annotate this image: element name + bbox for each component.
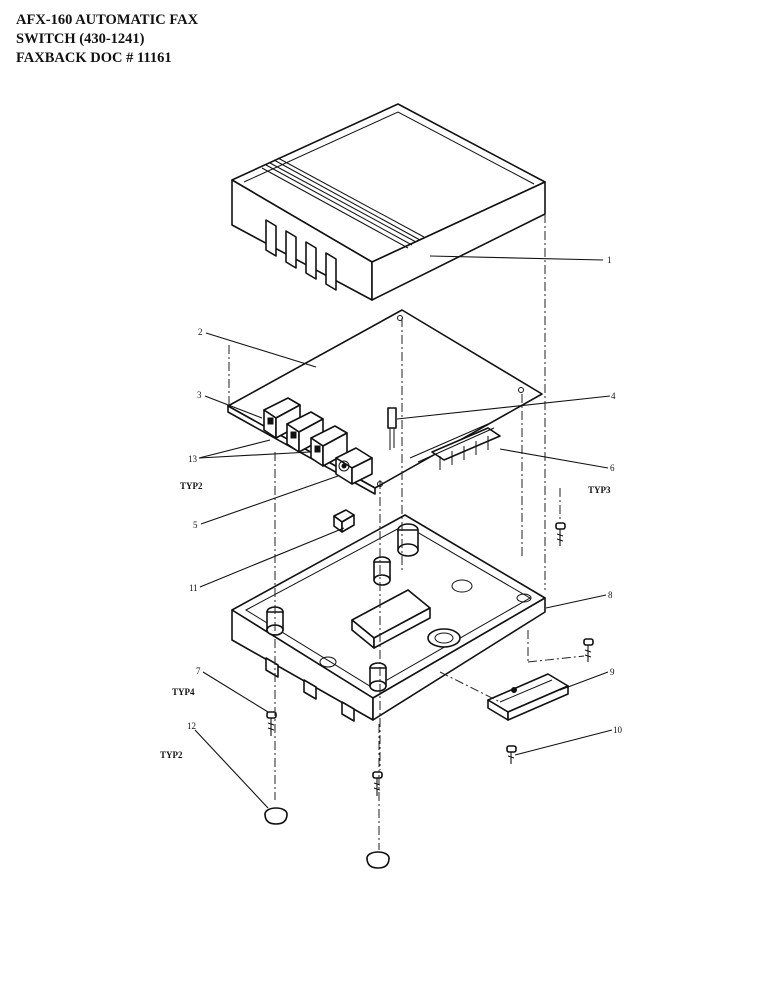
note-typ4: TYP4 bbox=[172, 687, 195, 697]
callout-4: 4 bbox=[611, 391, 616, 401]
power-jack bbox=[335, 447, 373, 485]
callout-8: 8 bbox=[608, 590, 613, 600]
note-typ2-bottom: TYP2 bbox=[160, 750, 183, 760]
header-part-number: SWITCH (430-1241) bbox=[16, 31, 145, 47]
component-4 bbox=[387, 407, 397, 450]
header-pins bbox=[409, 423, 501, 470]
note-typ2-left: TYP2 bbox=[180, 481, 203, 491]
callout-6: 6 bbox=[610, 463, 615, 473]
callout-10: 10 bbox=[613, 725, 623, 735]
callout-5: 5 bbox=[193, 520, 198, 530]
bracket bbox=[487, 673, 569, 721]
clip-part bbox=[333, 509, 355, 533]
alignment-lines bbox=[228, 214, 585, 850]
circuit-board bbox=[227, 309, 543, 495]
screw-center bbox=[372, 771, 383, 796]
note-typ3: TYP3 bbox=[588, 485, 611, 495]
callout-1: 1 bbox=[607, 255, 612, 265]
callout-7: 7 bbox=[196, 666, 201, 676]
screw-right-lower bbox=[583, 638, 594, 662]
screw-right bbox=[555, 522, 566, 546]
leader-lines bbox=[194, 255, 613, 809]
base-enclosure bbox=[231, 514, 546, 722]
callout-11: 11 bbox=[189, 583, 198, 593]
top-cover bbox=[231, 103, 546, 301]
header-title: AFX-160 AUTOMATIC FAX bbox=[16, 12, 199, 28]
header-doc-number: FAXBACK DOC # 11161 bbox=[16, 50, 172, 66]
rubber-foot bbox=[264, 807, 288, 825]
rubber-foot-2 bbox=[366, 851, 390, 869]
callout-2: 2 bbox=[198, 327, 203, 337]
callout-13: 13 bbox=[188, 454, 198, 464]
callout-9: 9 bbox=[610, 667, 615, 677]
screw-7 bbox=[266, 711, 277, 736]
callout-3: 3 bbox=[197, 390, 202, 400]
callout-12: 12 bbox=[187, 721, 196, 731]
document-header: AFX-160 AUTOMATIC FAX SWITCH (430-1241) … bbox=[16, 11, 198, 68]
screw-10 bbox=[506, 745, 517, 764]
